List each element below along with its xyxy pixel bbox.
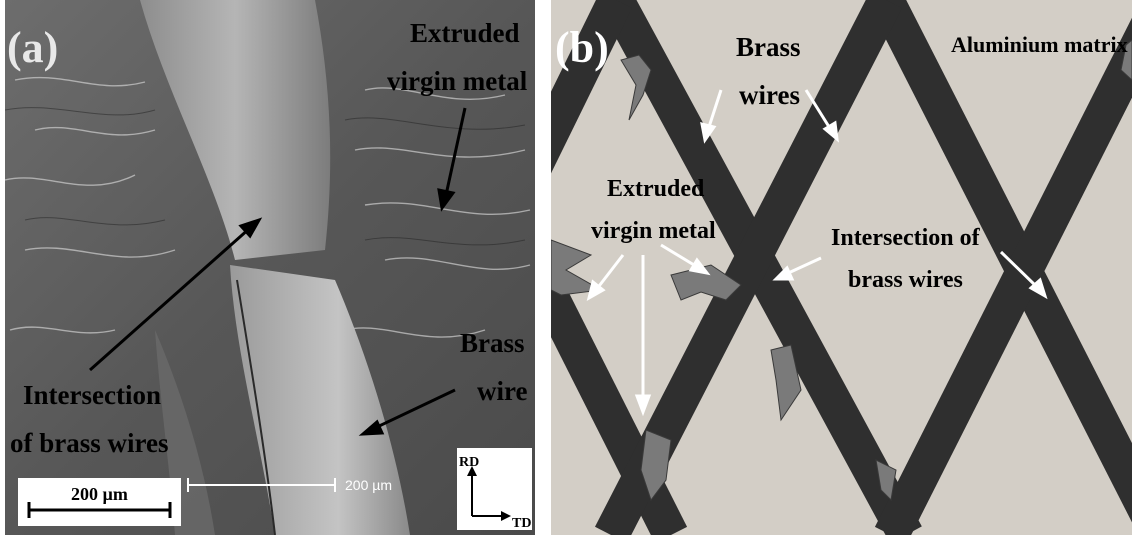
intersection-label-line2: brass wires <box>848 267 963 293</box>
panel-b-label: (b) <box>555 23 609 72</box>
sem-micrograph-panel: (a) Extruded virgin metal Intersection o… <box>5 0 535 535</box>
scale-bar-label: 200 µm <box>71 484 128 504</box>
schematic: (b) Brass wires Aluminium matrix Extrude… <box>551 0 1132 535</box>
intersection-label-line1: Intersection <box>23 380 161 410</box>
intersection-label-line1: Intersection of <box>831 225 981 251</box>
micrograph-scale-label: 200 µm <box>345 477 392 493</box>
sem-micrograph: (a) Extruded virgin metal Intersection o… <box>5 0 535 535</box>
rd-label: RD <box>459 455 479 470</box>
schematic-panel: (b) Brass wires Aluminium matrix Extrude… <box>551 0 1132 535</box>
panel-a-label: (a) <box>7 23 58 72</box>
extruded-label-line1: Extruded <box>410 18 520 48</box>
brass-wire-label-line1: Brass <box>460 328 525 358</box>
extruded-label-line2: virgin metal <box>591 218 716 244</box>
aluminium-matrix-label: Aluminium matrix <box>951 32 1128 57</box>
intersection-label-line2: of brass wires <box>10 428 169 458</box>
td-label: TD <box>512 516 531 531</box>
extruded-label-line1: Extruded <box>607 176 705 202</box>
brass-wires-label-line1: Brass <box>736 32 801 62</box>
brass-wire-label-line2: wire <box>477 376 527 406</box>
brass-wires-label-line2: wires <box>739 80 800 110</box>
extruded-label-line2: virgin metal <box>387 66 528 96</box>
